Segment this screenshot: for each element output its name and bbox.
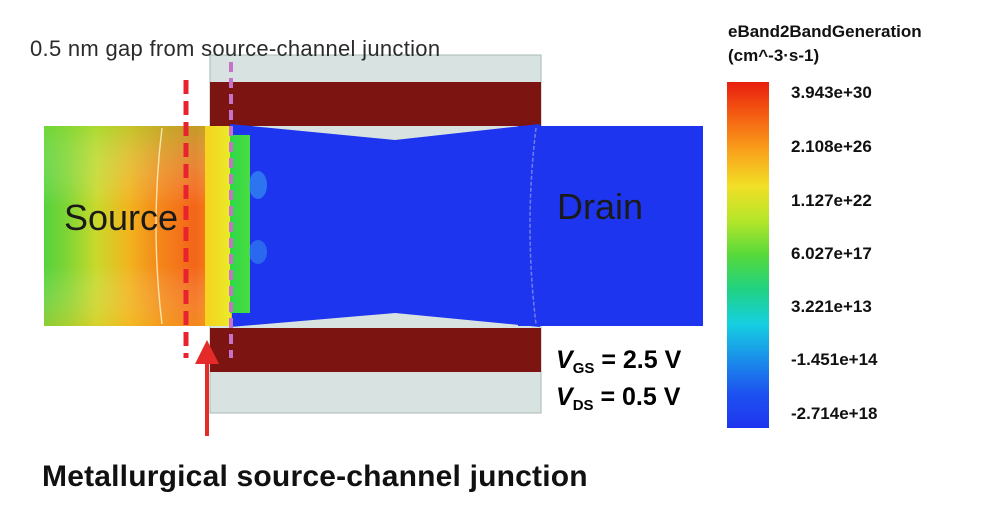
vgs-value: = 2.5 V (601, 346, 682, 374)
legend-tick: 2.108e+26 (791, 137, 872, 156)
source-shading (44, 126, 232, 326)
cyan-spot-lower (249, 240, 267, 264)
tunneling-strip (230, 135, 250, 313)
vgs-subscript: GS (572, 360, 595, 377)
legend-tick: -2.714e+18 (791, 404, 878, 423)
source-label: Source (64, 197, 179, 238)
source-contour-line (155, 127, 163, 325)
legend-title: eBand2BandGeneration (cm^-3·s-1) (728, 20, 922, 68)
drain-junction-line (529, 127, 537, 325)
top-gate (210, 82, 541, 126)
drain-region (518, 126, 703, 326)
legend-title-quantity: eBand2BandGeneration (728, 22, 922, 41)
legend-tick: 1.127e+22 (791, 191, 872, 210)
drain-label: Drain (557, 186, 644, 227)
vds-symbol: V (556, 383, 573, 411)
vds-annotation: VDS = 0.5 V (556, 383, 680, 414)
cyan-spot-upper (249, 171, 267, 199)
legend-color-bar (727, 82, 769, 428)
junction-edge (205, 126, 231, 326)
channel-region (230, 124, 540, 327)
vgs-symbol: V (556, 346, 573, 374)
vgs-annotation: VGS = 2.5 V (556, 346, 681, 377)
legend-tick: 6.027e+17 (791, 244, 872, 263)
vds-subscript: DS (572, 397, 594, 414)
legend-tick: 3.943e+30 (791, 83, 872, 102)
legend-tick: 3.221e+13 (791, 297, 872, 316)
bottom-gate (210, 328, 541, 372)
gap-caption: 0.5 nm gap from source-channel junction (30, 36, 441, 61)
vds-value: = 0.5 V (600, 383, 681, 411)
junction-caption: Metallurgical source-channel junction (42, 460, 588, 493)
legend-tick: -1.451e+14 (791, 350, 878, 369)
legend-title-units: (cm^-3·s-1) (728, 46, 820, 65)
